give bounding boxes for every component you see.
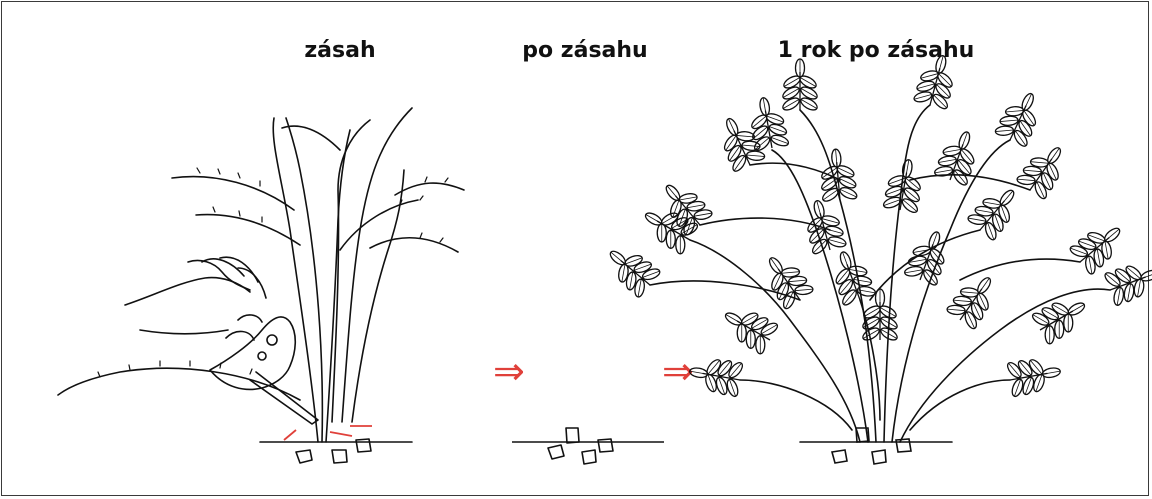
cane <box>351 169 405 423</box>
stump <box>597 438 614 453</box>
stump <box>565 427 580 444</box>
cane <box>739 379 853 431</box>
leaf-clusters <box>599 51 1152 399</box>
panel-title-zasah: zásah <box>304 38 376 63</box>
hand-with-shears <box>124 256 319 425</box>
cane <box>799 109 877 443</box>
cane <box>272 117 319 443</box>
panel-zasah-illustration <box>57 107 465 464</box>
leaf-cluster <box>711 111 768 175</box>
leaf-cluster <box>1028 288 1093 348</box>
leaf-cluster <box>599 238 664 302</box>
side-shoot <box>959 258 1081 281</box>
side-shoot <box>909 174 1031 191</box>
stump <box>895 438 912 453</box>
side-shoot <box>869 229 981 301</box>
cane <box>285 117 324 443</box>
leaf-cluster <box>755 247 817 313</box>
cane <box>341 107 413 423</box>
arrow-icon: ⇒ <box>662 349 694 393</box>
leaf-cluster <box>992 86 1049 150</box>
panel-title-po-zasahu: po zásahu <box>522 38 648 63</box>
leaf-cluster <box>781 59 819 112</box>
side-shoot <box>281 125 341 151</box>
cane <box>899 288 1111 443</box>
leaf-cluster <box>911 51 962 112</box>
stump <box>871 449 887 465</box>
panel-po-zasahu-illustration <box>512 427 664 465</box>
leaf-cluster <box>716 298 781 358</box>
stump <box>581 449 597 465</box>
arching-cane <box>57 367 301 401</box>
leaf-cluster <box>1066 215 1131 279</box>
side-shoot <box>394 182 465 196</box>
stump <box>355 438 372 453</box>
stump <box>855 427 870 443</box>
cut-mark <box>283 429 297 441</box>
cane <box>859 299 881 421</box>
cane <box>883 104 931 443</box>
leaf-cluster <box>1004 352 1063 399</box>
cut-mark <box>329 431 353 437</box>
cut-marks <box>283 425 372 441</box>
cane <box>689 239 861 443</box>
side-shoot <box>339 199 419 251</box>
leaf-cluster <box>653 174 717 239</box>
arrow-icon: ⇒ <box>493 349 525 393</box>
panel-rok-po-zasahu-illustration <box>649 104 1111 465</box>
cane <box>771 149 869 443</box>
leaf-cluster <box>686 352 745 399</box>
stump <box>331 449 348 464</box>
leaf-cluster <box>1101 255 1152 309</box>
leaf-cluster <box>964 179 1028 244</box>
side-shoot <box>749 162 841 181</box>
side-shoot <box>171 175 295 211</box>
cane <box>891 139 1011 443</box>
leaf-cluster <box>817 148 860 205</box>
stump <box>830 449 848 464</box>
side-shoot <box>699 217 831 231</box>
leaf-cluster <box>943 267 1005 333</box>
stump <box>295 449 313 464</box>
panel-title-rok-po-zasahu: 1 rok po zásahu <box>777 38 975 63</box>
side-shoot <box>369 237 459 253</box>
cane <box>325 129 351 443</box>
leaf-cluster <box>1013 137 1075 203</box>
cane <box>331 119 371 423</box>
cane <box>909 379 1011 431</box>
stump <box>547 444 565 460</box>
leaf-cluster <box>931 126 985 189</box>
side-shoot <box>195 213 301 246</box>
